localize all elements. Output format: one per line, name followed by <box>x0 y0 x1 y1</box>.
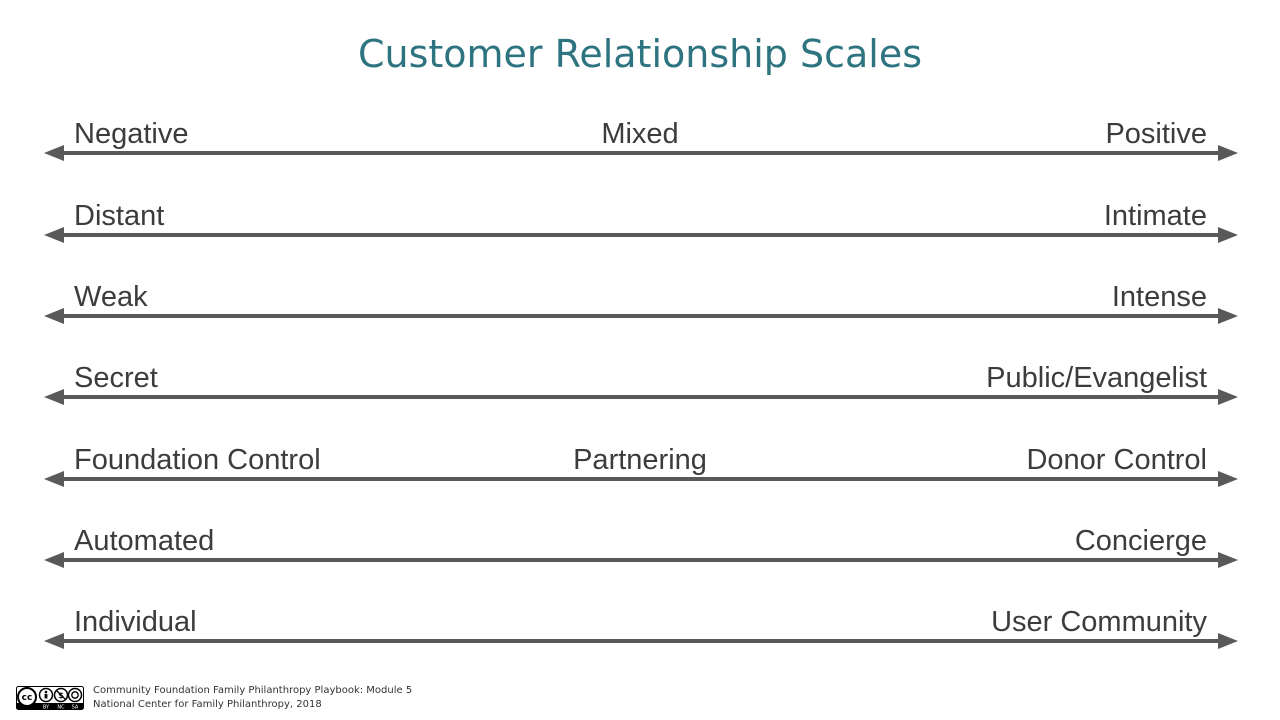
scale-row: Distant Intimate <box>0 199 1280 259</box>
scale-middle-label: Mixed <box>601 118 679 150</box>
scale-row: Secret Public/Evangelist <box>0 361 1280 421</box>
scale-right-label: Intense <box>1111 281 1207 313</box>
cc-mark: cc <box>22 693 33 703</box>
footer-line-2: National Center for Family Philanthropy,… <box>93 699 322 710</box>
scale-left-label: Negative <box>74 118 189 150</box>
double-arrow-icon <box>44 389 1238 405</box>
scale-row: Weak Intense <box>0 280 1280 340</box>
footer-citation: Community Foundation Family Philanthropy… <box>93 684 493 712</box>
scale-row: Negative Mixed Positive <box>0 117 1280 177</box>
footer-line-1: Community Foundation Family Philanthropy… <box>93 685 413 696</box>
scale-row: Automated Concierge <box>0 524 1280 584</box>
cc-nc-label: NC <box>57 704 65 710</box>
scale-right-label: User Community <box>991 606 1207 638</box>
scale-middle-label: Partnering <box>573 444 707 476</box>
scale-left-label: Weak <box>74 281 148 313</box>
scale-left-label: Secret <box>74 362 158 394</box>
scale-right-label: Public/Evangelist <box>986 362 1207 394</box>
scale-left-label: Automated <box>74 525 215 557</box>
double-arrow-icon <box>44 308 1238 324</box>
scale-right-label: Intimate <box>1103 200 1207 232</box>
scale-right-label: Donor Control <box>1026 444 1207 476</box>
double-arrow-icon <box>44 227 1238 243</box>
scale-right-label: Positive <box>1105 118 1207 150</box>
double-arrow-icon <box>44 633 1238 649</box>
cc-sa-label: SA <box>72 704 79 710</box>
double-arrow-icon <box>44 145 1238 161</box>
scale-right-label: Concierge <box>1074 525 1207 557</box>
scale-left-label: Distant <box>74 200 165 232</box>
double-arrow-icon <box>44 552 1238 568</box>
scale-row: Individual User Community <box>0 605 1280 665</box>
scale-left-label: Foundation Control <box>74 444 321 476</box>
scale-left-label: Individual <box>74 606 197 638</box>
double-arrow-icon <box>44 471 1238 487</box>
page-title: Customer Relationship Scales <box>357 32 923 76</box>
scale-row: Foundation Control Partnering Donor Cont… <box>0 443 1280 503</box>
creative-commons-license-icon: cc $ BY NC SA <box>16 686 84 710</box>
cc-by-label: BY <box>43 704 50 710</box>
